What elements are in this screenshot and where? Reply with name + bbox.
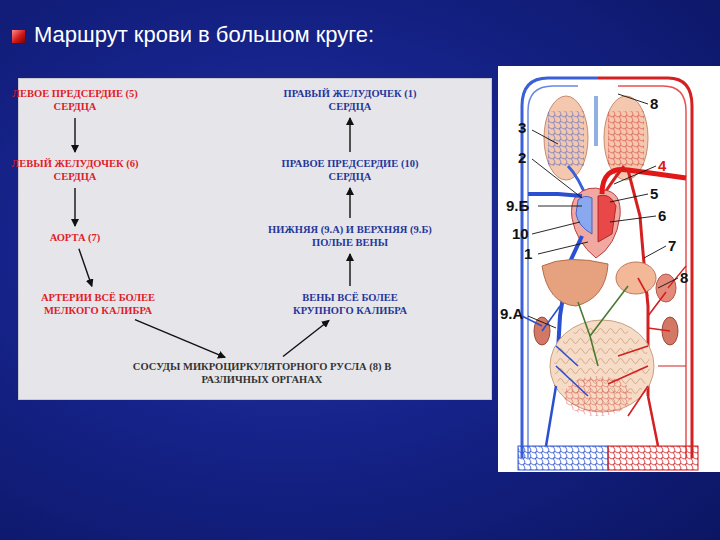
step-text: ПРАВОЕ ПРЕДСЕРДИЕ (10) СЕРДЦА [272, 157, 428, 183]
step-text: ПРАВЫЙ ЖЕЛУДОЧЕК (1) СЕРДЦА [272, 87, 428, 113]
flow-step: АОРТА (7) [0, 230, 150, 245]
flow-step: СОСУДЫ МИКРОЦИРКУЛЯТОРНОГО РУСЛА (8) В Р… [122, 359, 402, 387]
step-text: АОРТА (7) [2, 231, 148, 244]
step-text: ЛЕВОЕ ПРЕДСЕРДИЕ (5) СЕРДЦА [2, 87, 148, 113]
flow-step: ВЕНЫ ВСЁ БОЛЕЕ КРУПНОГО КАЛИБРА [270, 290, 430, 318]
flow-step: НИЖНЯЯ (9.А) И ВЕРХНЯЯ (9.Б) ПОЛЫЕ ВЕНЫ [245, 222, 455, 250]
flow-step: ПРАВОЕ ПРЕДСЕРДИЕ (10) СЕРДЦА [270, 156, 430, 184]
callout-number: 6 [658, 208, 666, 224]
callout-number: 1 [524, 246, 532, 262]
callout-number: 5 [650, 186, 658, 202]
step-text: АРТЕРИИ ВСЁ БОЛЕЕ МЕЛКОГО КАЛИБРА [20, 291, 176, 317]
flow-arrow [349, 254, 350, 286]
callout-number: 7 [668, 238, 676, 254]
flow-step: АРТЕРИИ ВСЁ БОЛЕЕ МЕЛКОГО КАЛИБРА [18, 290, 178, 318]
callout-number: 10 [512, 226, 529, 242]
callout-number: 8 [650, 96, 658, 112]
step-text: ЛЕВЫЙ ЖЕЛУДОЧЕК (6) СЕРДЦА [2, 157, 148, 183]
flow-step: ЛЕВОЕ ПРЕДСЕРДИЕ (5) СЕРДЦА [0, 86, 150, 114]
flow-arrow [349, 118, 350, 152]
flow-arrow [74, 188, 75, 226]
flow-arrow [349, 188, 350, 218]
flow-arrow [79, 249, 92, 286]
callout-number: 2 [518, 150, 526, 166]
callout-number: 9.А [500, 306, 523, 322]
title-bullet [12, 30, 25, 43]
callout-number: 9.Б [506, 198, 529, 214]
callout-number: 8 [680, 270, 688, 286]
flow-arrow [135, 320, 225, 358]
flow-step: ПРАВЫЙ ЖЕЛУДОЧЕК (1) СЕРДЦА [270, 86, 430, 114]
slide-title: Маршрут крови в большом круге: [34, 22, 374, 48]
callout-number: 3 [518, 120, 526, 136]
flow-step: ЛЕВЫЙ ЖЕЛУДОЧЕК (6) СЕРДЦА [0, 156, 150, 184]
step-text: ВЕНЫ ВСЁ БОЛЕЕ КРУПНОГО КАЛИБРА [272, 291, 428, 317]
callout-number: 4 [658, 158, 666, 174]
flow-arrow [283, 320, 329, 356]
circulation-illustration [498, 66, 720, 472]
step-text: СОСУДЫ МИКРОЦИРКУЛЯТОРНОГО РУСЛА (8) В Р… [124, 360, 400, 386]
flow-arrow [74, 118, 75, 152]
step-text: НИЖНЯЯ (9.А) И ВЕРХНЯЯ (9.Б) ПОЛЫЕ ВЕНЫ [247, 223, 453, 249]
